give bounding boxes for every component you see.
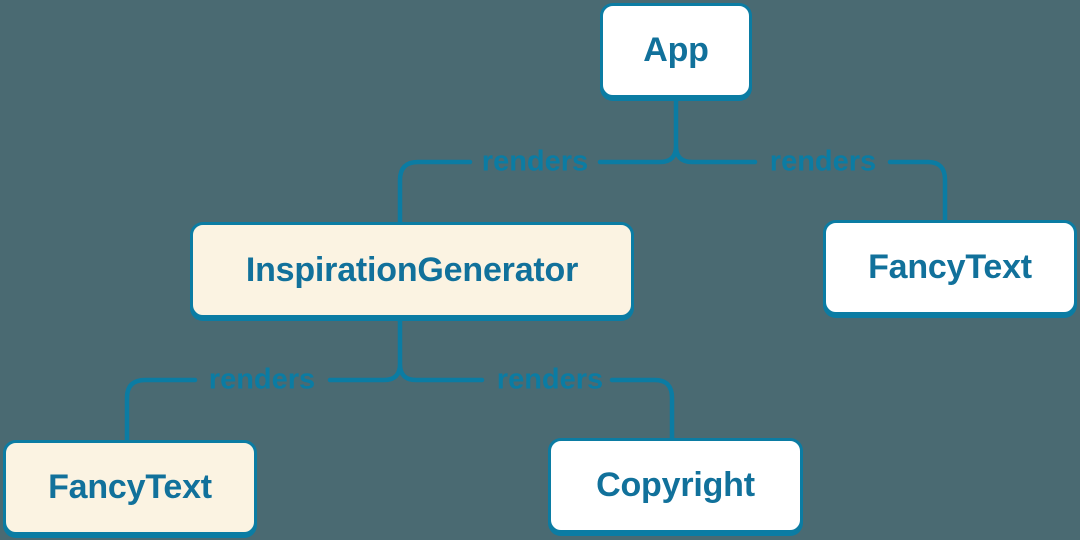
edge-label-renders-app-fancytext: renders — [769, 145, 877, 178]
node-app: App — [600, 3, 752, 98]
edge-label-renders-inspirationgenerator-copyright: renders — [496, 363, 604, 396]
node-fancy-text-top-right: FancyText — [823, 220, 1077, 315]
edge-path-app-children — [124, 95, 948, 443]
node-inspiration-generator-label: InspirationGenerator — [245, 250, 579, 289]
node-fancy-text-top-right-label: FancyText — [868, 248, 1032, 286]
node-app-label: App — [643, 31, 709, 69]
node-inspiration-generator: InspirationGenerator — [190, 222, 634, 318]
node-copyright: Copyright — [548, 438, 803, 533]
edge-label-renders-inspirationgenerator-fancytext: renders — [208, 363, 316, 396]
node-fancy-text-bottom-left-label: FancyText — [48, 468, 212, 506]
node-fancy-text-bottom-left: FancyText — [3, 440, 257, 535]
edge-label-renders-app-inspirationgenerator: renders — [481, 145, 589, 178]
node-copyright-label: Copyright — [596, 466, 755, 504]
